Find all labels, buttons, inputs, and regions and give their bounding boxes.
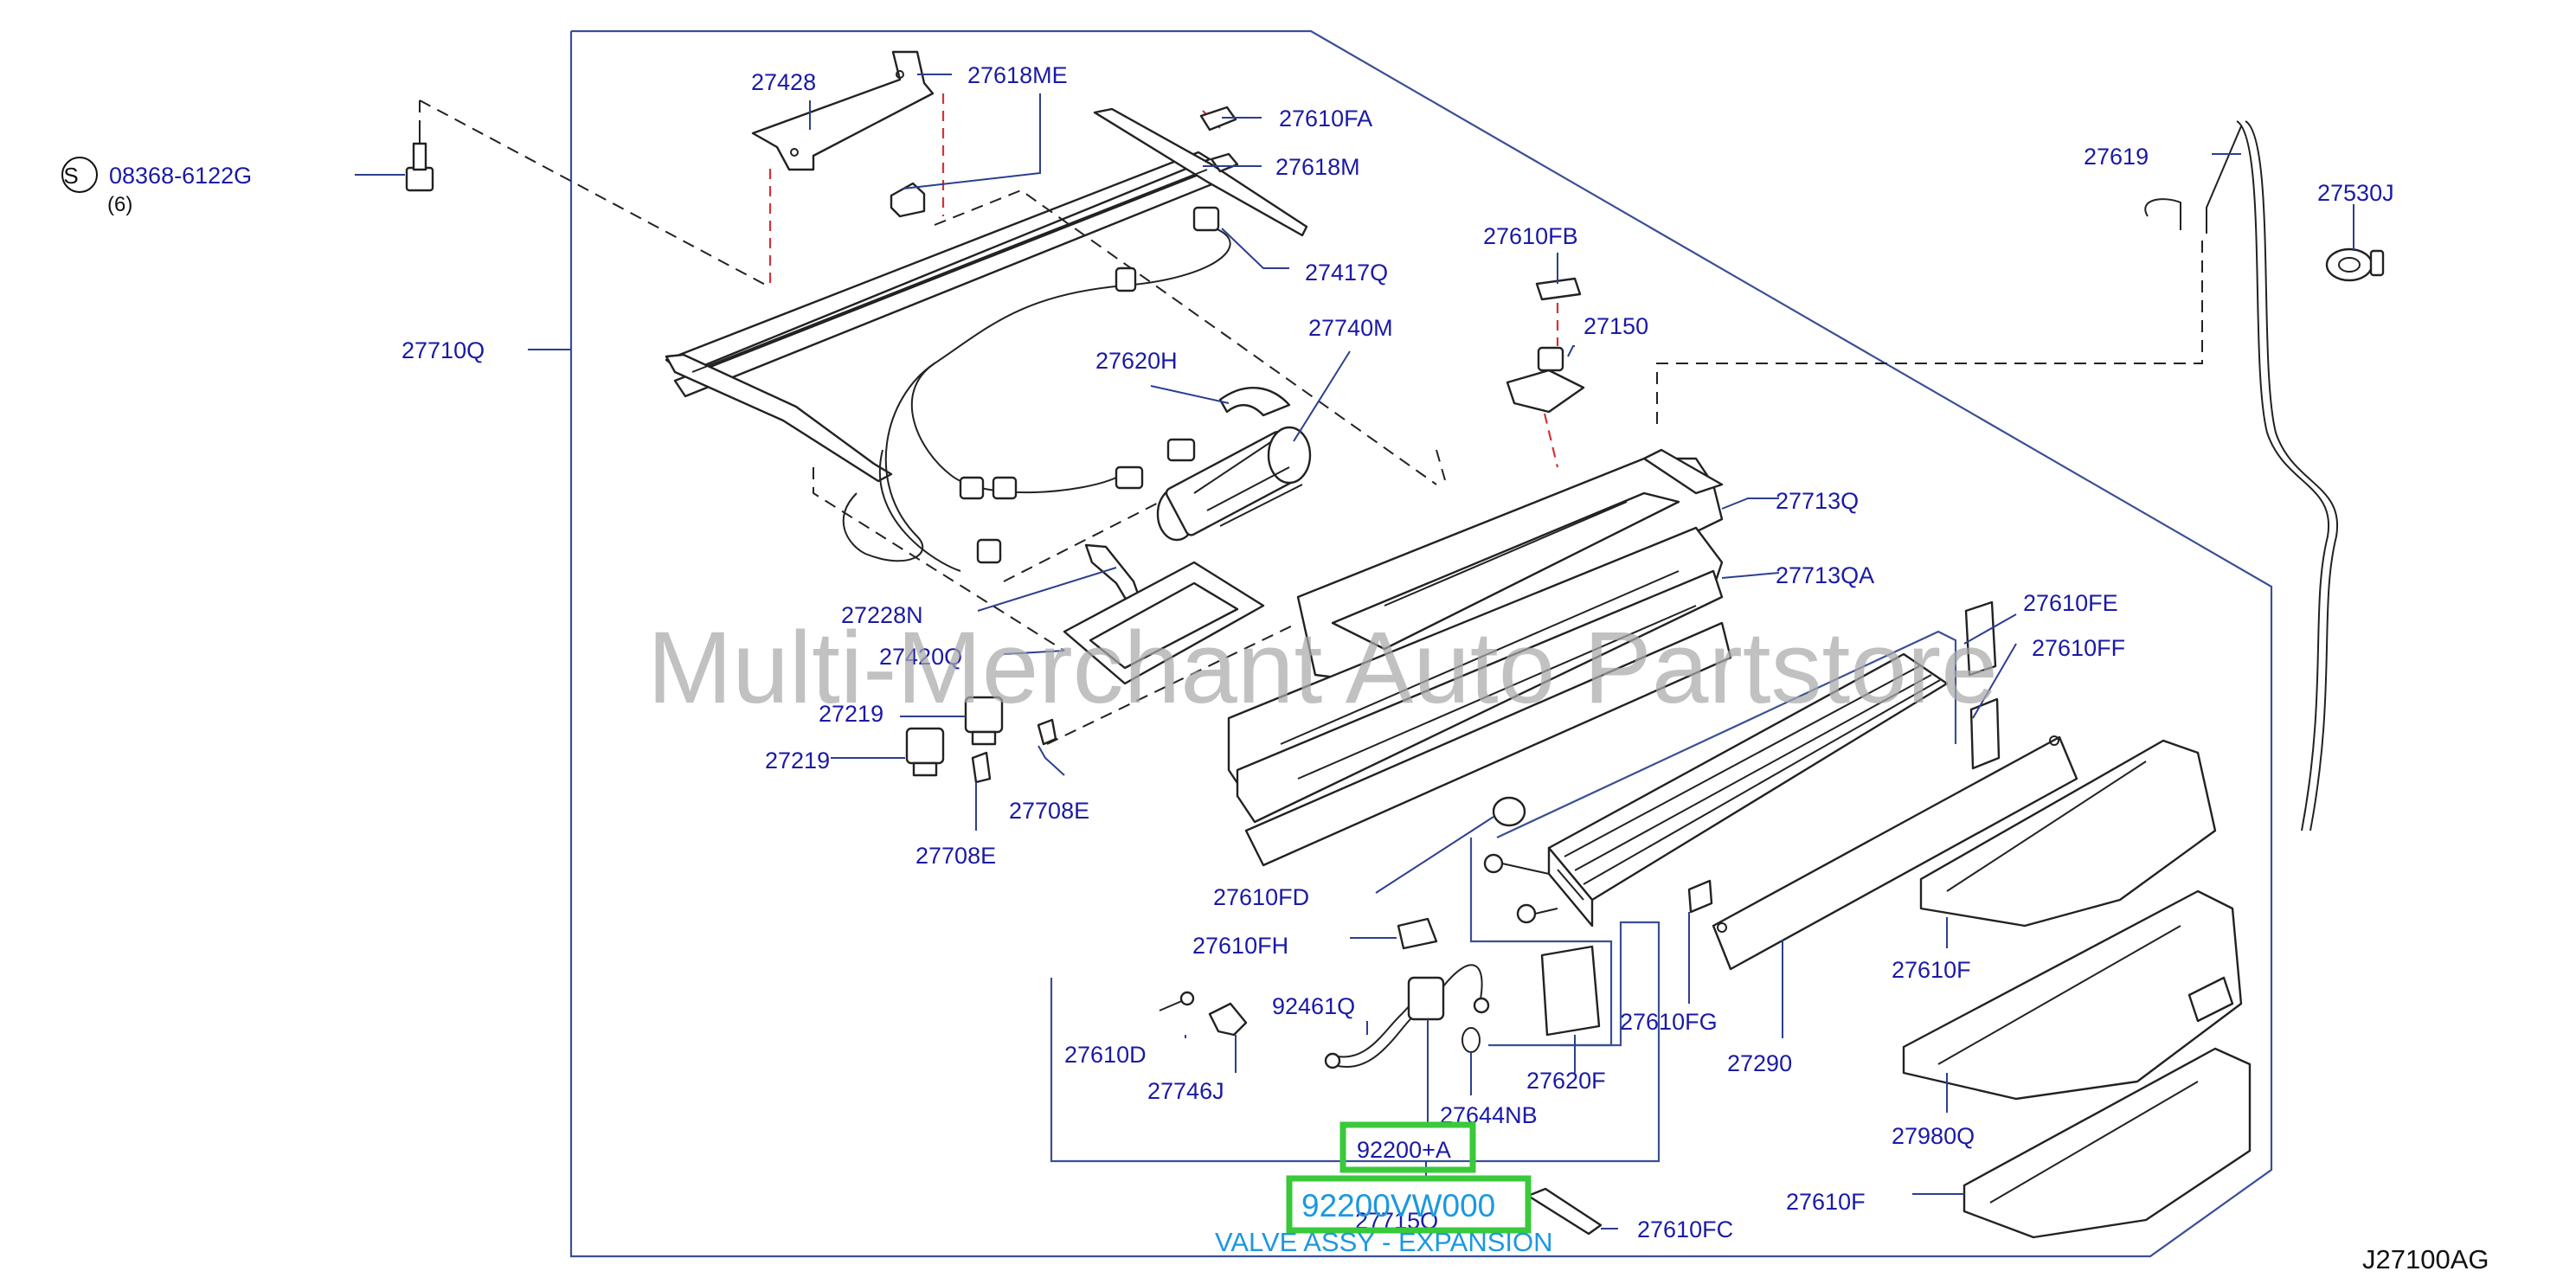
- heater-core-frame: [1496, 630, 1957, 838]
- part-label-27619[interactable]: 27619: [2084, 144, 2149, 170]
- rail-cross-dashed-2: [1436, 449, 1446, 481]
- part-label-27428[interactable]: 27428: [751, 69, 816, 95]
- part-label-27610F-upper[interactable]: 27610F: [1892, 957, 1971, 983]
- seal-27610FD: [1492, 796, 1526, 827]
- pad-27610FG: [1687, 879, 1713, 914]
- part-label-27610FC[interactable]: 27610FC: [1637, 1217, 1733, 1242]
- bracket-27708E-a: [1037, 718, 1057, 746]
- housing-lower-27713QA: [1227, 526, 1732, 867]
- part-label-27710Q[interactable]: 27710Q: [401, 337, 485, 363]
- duct-dashed: [1003, 484, 1195, 582]
- screw-symbol: S: [63, 163, 78, 189]
- part-label-27290[interactable]: 27290: [1727, 1050, 1792, 1076]
- evaporator-core: [1547, 652, 1949, 928]
- part-label-27610FE[interactable]: 27610FE: [2023, 590, 2118, 616]
- bracket-27708E-b: [971, 751, 992, 784]
- part-label-27610D[interactable]: 27610D: [1064, 1042, 1147, 1068]
- screw-qty-label: (6): [107, 193, 132, 216]
- o-ring-27644NB: [1461, 1027, 1481, 1053]
- rail-cross-dashed: [934, 189, 1437, 485]
- part-label-27620F[interactable]: 27620F: [1526, 1068, 1606, 1094]
- pad-27620F: [1540, 945, 1601, 1037]
- part-label-27618M[interactable]: 27618M: [1275, 154, 1360, 180]
- part-label-27618ME[interactable]: 27618ME: [967, 62, 1068, 88]
- cover-27980Q: [1902, 889, 2243, 1101]
- part-label-27228N[interactable]: 27228N: [841, 602, 923, 628]
- highlighted-part-number[interactable]: 92200VW000: [1301, 1188, 1495, 1223]
- drain-hose-27619: [2144, 120, 2339, 831]
- callout-highlight-box: [1339, 1121, 1476, 1173]
- bracket-27428: [751, 50, 935, 171]
- blower-motor-27740M: [1156, 426, 1312, 542]
- part-label-27708E-b[interactable]: 27708E: [915, 843, 996, 869]
- pad-27610FF: [1969, 697, 2001, 770]
- part-label-27708E-a[interactable]: 27708E: [1009, 798, 1089, 824]
- part-label-27610FF[interactable]: 27610FF: [2032, 635, 2125, 661]
- cover-27610F-lower: [1963, 1047, 2252, 1239]
- bolt-to-bracket-dashed: [419, 100, 771, 288]
- pad-27610FH: [1397, 917, 1438, 950]
- screw-symbol-circle: [61, 157, 98, 193]
- duct-27420Q: [1063, 561, 1265, 685]
- cover-27620H: [1218, 387, 1291, 417]
- part-label-27610FB[interactable]: 27610FB: [1483, 223, 1578, 249]
- part-label-27610FA[interactable]: 27610FA: [1279, 106, 1372, 132]
- cover-27610F-upper: [1919, 739, 2217, 928]
- part-label-27610FH[interactable]: 27610FH: [1192, 933, 1288, 959]
- housing-upper-27713Q: [1296, 448, 1724, 685]
- resistor-27150: [1506, 346, 1585, 414]
- leader-lines: [528, 74, 2354, 1229]
- part-label-27980Q[interactable]: 27980Q: [1892, 1123, 1975, 1149]
- callout-92200-label[interactable]: 92200+A: [1357, 1137, 1451, 1163]
- expansion-valve-sub-frame: [1050, 921, 1661, 1163]
- diagram-code: J27100AG: [2362, 1244, 2489, 1274]
- pipe-fittings: [1483, 853, 1558, 924]
- main-assembly-frame: [569, 29, 2273, 1258]
- pad-27610FA: [1199, 106, 1237, 132]
- part-label-27610FG[interactable]: 27610FG: [1620, 1009, 1718, 1035]
- part-label-27530J[interactable]: 27530J: [2317, 180, 2394, 206]
- clip-27618ME: [890, 182, 926, 218]
- rail-lower-dashed: [813, 467, 1065, 652]
- part-label-27713QA[interactable]: 27713QA: [1776, 562, 1874, 588]
- drain-dashed-lead: [1656, 234, 2203, 424]
- part-label-27150[interactable]: 27150: [1584, 313, 1648, 339]
- screw-part-label[interactable]: 08368-6122G: [109, 163, 252, 189]
- part-label-27610F-lower[interactable]: 27610F: [1786, 1189, 1866, 1215]
- mounting-bolt: [405, 123, 434, 192]
- part-label-27420Q[interactable]: 27420Q: [879, 644, 962, 670]
- relay-27219-a: [964, 696, 1004, 746]
- clip-dashed: [1046, 622, 1299, 745]
- part-label-27713Q[interactable]: 27713Q: [1776, 488, 1859, 514]
- filter-27290: [1712, 735, 2078, 971]
- evaporator-sub-frame: [1469, 838, 1613, 1047]
- part-label-27417Q[interactable]: 27417Q: [1305, 260, 1388, 286]
- part-label-27620H[interactable]: 27620H: [1095, 348, 1178, 374]
- screw-27610D: [1159, 991, 1195, 1011]
- rail-27618M: [665, 107, 1308, 483]
- part-label-27219-b[interactable]: 27219: [765, 748, 830, 774]
- clamp-27530J: [2325, 247, 2385, 282]
- part-label-92461Q[interactable]: 92461Q: [1272, 993, 1355, 1019]
- part-label-27219-a[interactable]: 27219: [819, 701, 883, 727]
- part-label-27746J[interactable]: 27746J: [1147, 1078, 1224, 1104]
- pad-27610FB: [1535, 277, 1582, 301]
- pipe-27715Q: [1526, 1187, 1603, 1236]
- part-label-27740M[interactable]: 27740M: [1308, 315, 1393, 341]
- relay-27219-b: [905, 727, 945, 777]
- pad-27610FE: [1964, 600, 1997, 677]
- part-label-27610FD[interactable]: 27610FD: [1213, 884, 1309, 910]
- expansion-valve-92200: [1407, 964, 1490, 1021]
- clip-27746J: [1208, 1002, 1248, 1037]
- harness-27417Q: [842, 206, 1231, 572]
- watermark-text: Multi-Merchant Auto Partstore: [647, 611, 1998, 725]
- part-number-highlight-box: [1286, 1175, 1532, 1234]
- highlighted-part-description: VALVE ASSY - EXPANSION: [1215, 1227, 1553, 1257]
